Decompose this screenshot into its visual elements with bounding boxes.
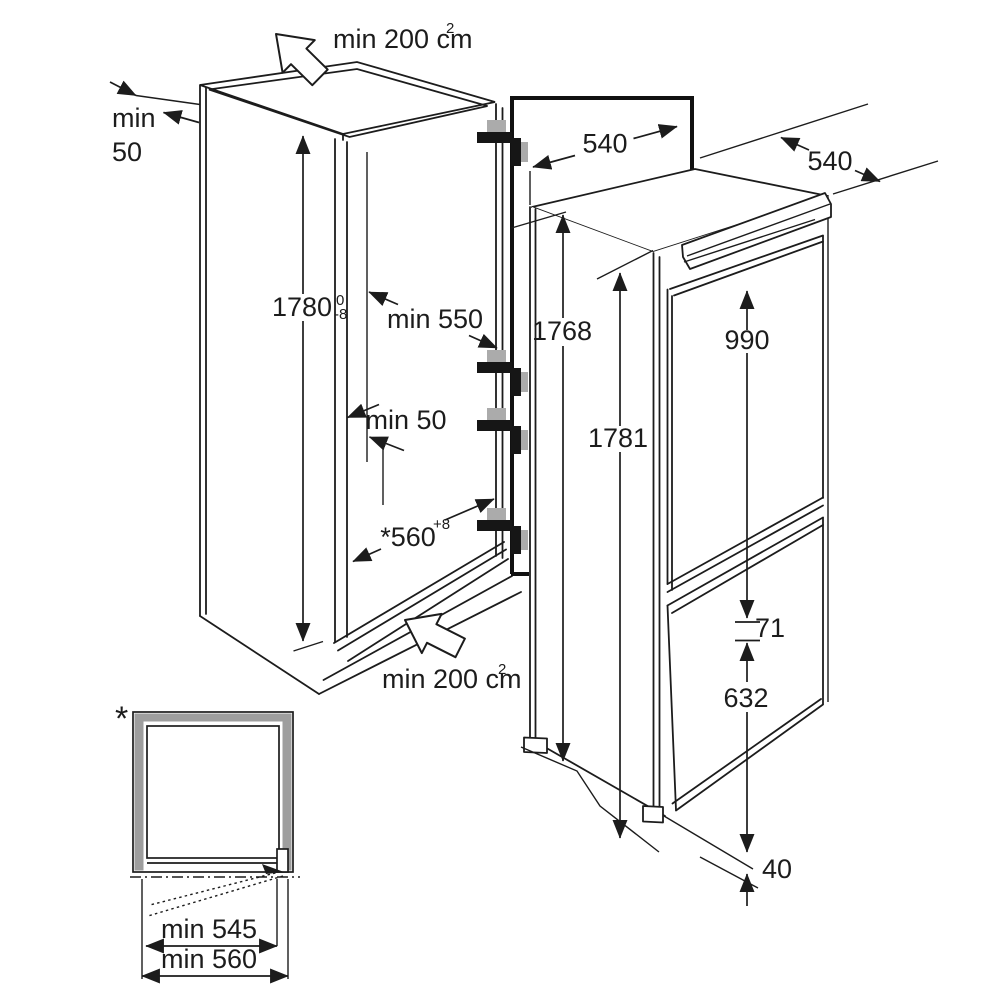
hinge-icon xyxy=(477,508,528,554)
vent-area-bottom-label: min 200 cm xyxy=(382,664,522,694)
outer-width-label: min 560 xyxy=(161,944,257,974)
vent-area-top-label: min 200 cm xyxy=(333,24,473,54)
niche-width-label: *560 xyxy=(380,522,436,552)
niche-cabinet xyxy=(199,61,522,695)
door-pivot xyxy=(276,848,289,873)
dim-appliance-width: 540 xyxy=(529,124,678,205)
hinge-icon xyxy=(477,350,528,396)
dim-plinth: 40 xyxy=(739,854,792,906)
plinth-label: 40 xyxy=(762,854,792,884)
door-swing-line xyxy=(147,875,284,917)
freezer-door-label: 632 xyxy=(723,683,768,713)
clearance-top-label-1: min xyxy=(112,103,156,133)
appliance-depth-label: 540 xyxy=(807,146,852,176)
dim-height-overall: 1781 xyxy=(588,249,654,839)
niche-depth-label: min 550 xyxy=(387,304,483,334)
dim-niche-depth: min 550 xyxy=(368,291,498,349)
niche-interior xyxy=(146,725,280,859)
hinges xyxy=(477,120,528,554)
vent-area-bottom-sup: 2 xyxy=(498,661,506,678)
niche-height-tol-plus: 0 xyxy=(336,292,344,309)
top-view-asterisk: * xyxy=(115,700,128,738)
dim-clearance-top: min 50 xyxy=(109,80,201,167)
appliance-width-label: 540 xyxy=(582,129,627,159)
niche-height-label: 1780 xyxy=(272,292,332,322)
dim-height-inner: 1768 xyxy=(511,211,592,762)
dim-rear-clearance: min 50 xyxy=(346,403,447,505)
dim-clear-width: min 545 xyxy=(145,914,278,954)
hinge-icon xyxy=(477,120,528,166)
dim-outer-width: min 560 xyxy=(141,944,289,984)
dim-freezer-door: 632 xyxy=(723,639,769,853)
niche-height-tol-minus: -8 xyxy=(334,306,347,323)
dim-appliance-depth: 540 xyxy=(699,103,939,195)
door-panel xyxy=(510,96,694,576)
hinge-icon xyxy=(477,408,528,454)
clearance-top-label-2: 50 xyxy=(112,137,142,167)
dim-door-gap: 71 xyxy=(755,613,785,643)
dim-niche-height: 1780 0 -8 xyxy=(272,135,347,652)
fridge-door-label: 990 xyxy=(724,325,769,355)
top-view: * min 545 min 560 xyxy=(115,700,300,984)
door-gap-label: 71 xyxy=(755,613,785,643)
height-inner-label: 1768 xyxy=(532,316,592,346)
clear-width-label: min 545 xyxy=(161,914,257,944)
dim-niche-width: *560 +8 xyxy=(352,498,495,563)
dim-fridge-door: 990 xyxy=(724,290,770,623)
appliance xyxy=(520,168,832,889)
airflow-arrow-top-icon xyxy=(275,33,329,87)
height-overall-label: 1781 xyxy=(588,423,648,453)
niche-width-sup: +8 xyxy=(433,516,450,533)
rear-clearance-label: min 50 xyxy=(365,405,446,435)
airflow-arrow-bottom-icon xyxy=(404,612,466,659)
vent-area-top-sup: 2 xyxy=(446,20,454,37)
swing-arrow-icon xyxy=(262,864,284,874)
